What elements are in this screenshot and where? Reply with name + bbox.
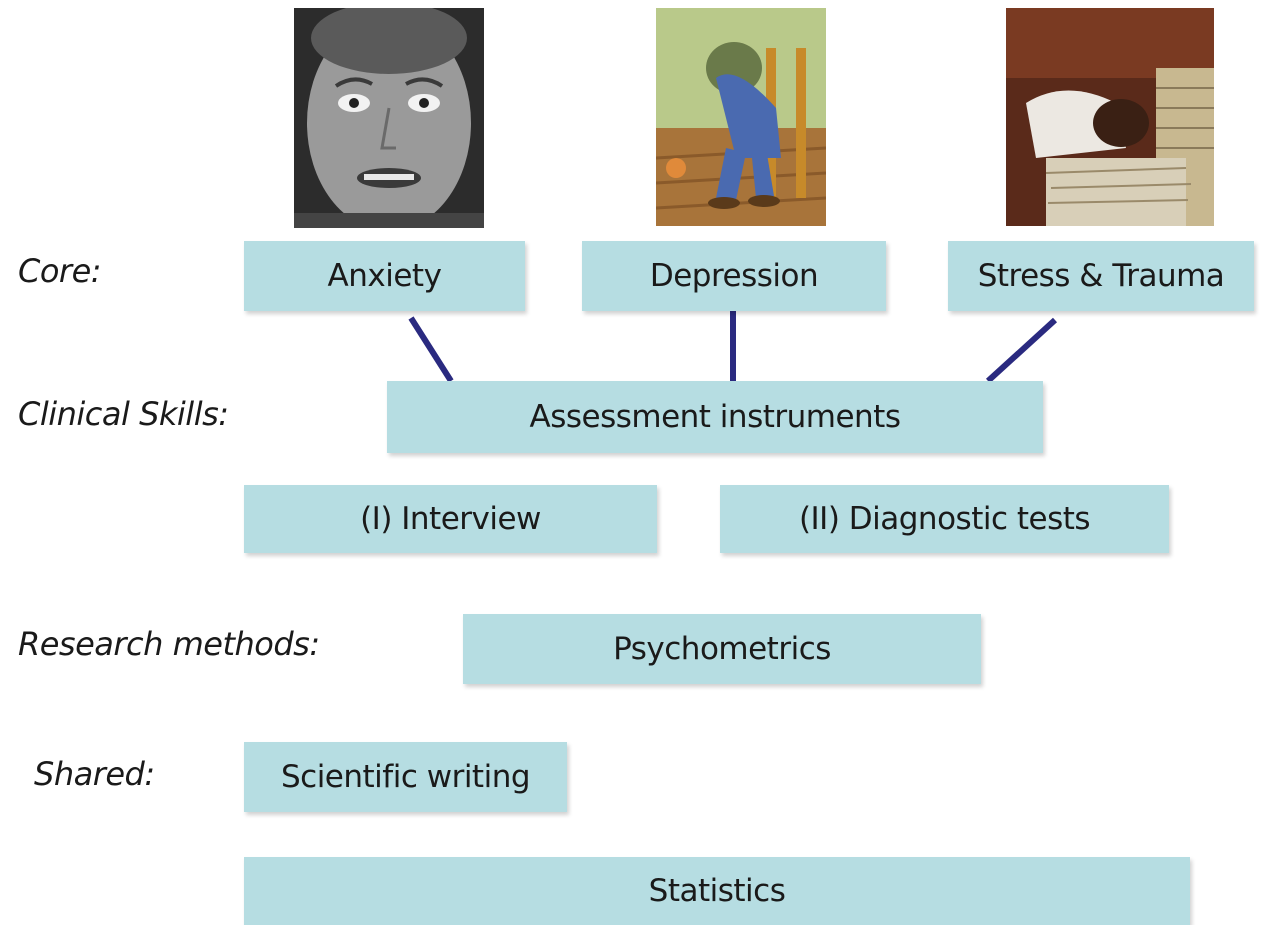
label-shared: Shared: — [34, 755, 155, 793]
connector-anxiety — [408, 316, 454, 383]
label-research-methods: Research methods: — [18, 625, 320, 663]
connector-stress — [985, 317, 1058, 384]
box-stress-trauma: Stress & Trauma — [948, 241, 1254, 311]
box-interview: (I) Interview — [244, 485, 657, 553]
box-assessment-instruments: Assessment instruments — [387, 381, 1043, 453]
box-statistics: Statistics — [244, 857, 1190, 925]
seated-grieving-man-painting — [656, 8, 826, 226]
box-scientific-writing: Scientific writing — [244, 742, 567, 812]
box-diagnostic-tests: (II) Diagnostic tests — [720, 485, 1169, 553]
label-clinical-skills: Clinical Skills: — [18, 395, 229, 433]
person-head-down-on-papers-photo — [1006, 8, 1214, 226]
box-depression: Depression — [582, 241, 886, 311]
label-core: Core: — [18, 252, 102, 290]
anxious-face-photo — [294, 8, 484, 228]
box-anxiety: Anxiety — [244, 241, 525, 311]
box-psychometrics: Psychometrics — [463, 614, 981, 684]
